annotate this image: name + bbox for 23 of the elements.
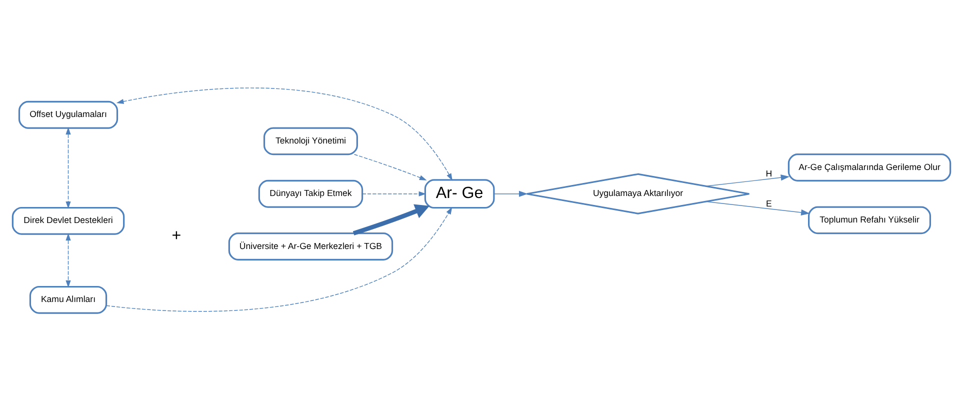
node-box: Teknoloji Yönetimi	[263, 127, 358, 156]
node-box: Offset Uygulamaları	[18, 100, 118, 129]
arrow	[66, 127, 71, 209]
node-box: Direk Devlet Destekleri	[12, 206, 125, 235]
arrow	[116, 88, 452, 181]
edge-label: H	[766, 168, 772, 179]
node-box: Üniversite + Ar-Ge Merkezleri + TGB	[228, 232, 394, 260]
node-diamond: Uygulamaya Aktarılıyor	[526, 173, 750, 214]
arrow	[362, 191, 426, 196]
arrow	[494, 190, 528, 197]
node-box: Dünyayı Takip Etmek	[258, 180, 364, 208]
arrow	[354, 154, 427, 180]
node-box: Kamu Alımları	[29, 286, 108, 314]
arrow	[706, 174, 790, 186]
edge-label: E	[766, 198, 772, 209]
node-box: Toplumun Refahı Yükselir	[808, 206, 932, 234]
node-box: Ar-Ge Çalışmalarında Gerileme Olur	[788, 154, 952, 182]
node-box: Ar- Ge	[424, 179, 495, 209]
arrow	[352, 204, 430, 236]
arrow	[66, 233, 71, 288]
arrow	[106, 206, 452, 312]
label: +	[172, 226, 182, 244]
arrow	[706, 201, 810, 216]
